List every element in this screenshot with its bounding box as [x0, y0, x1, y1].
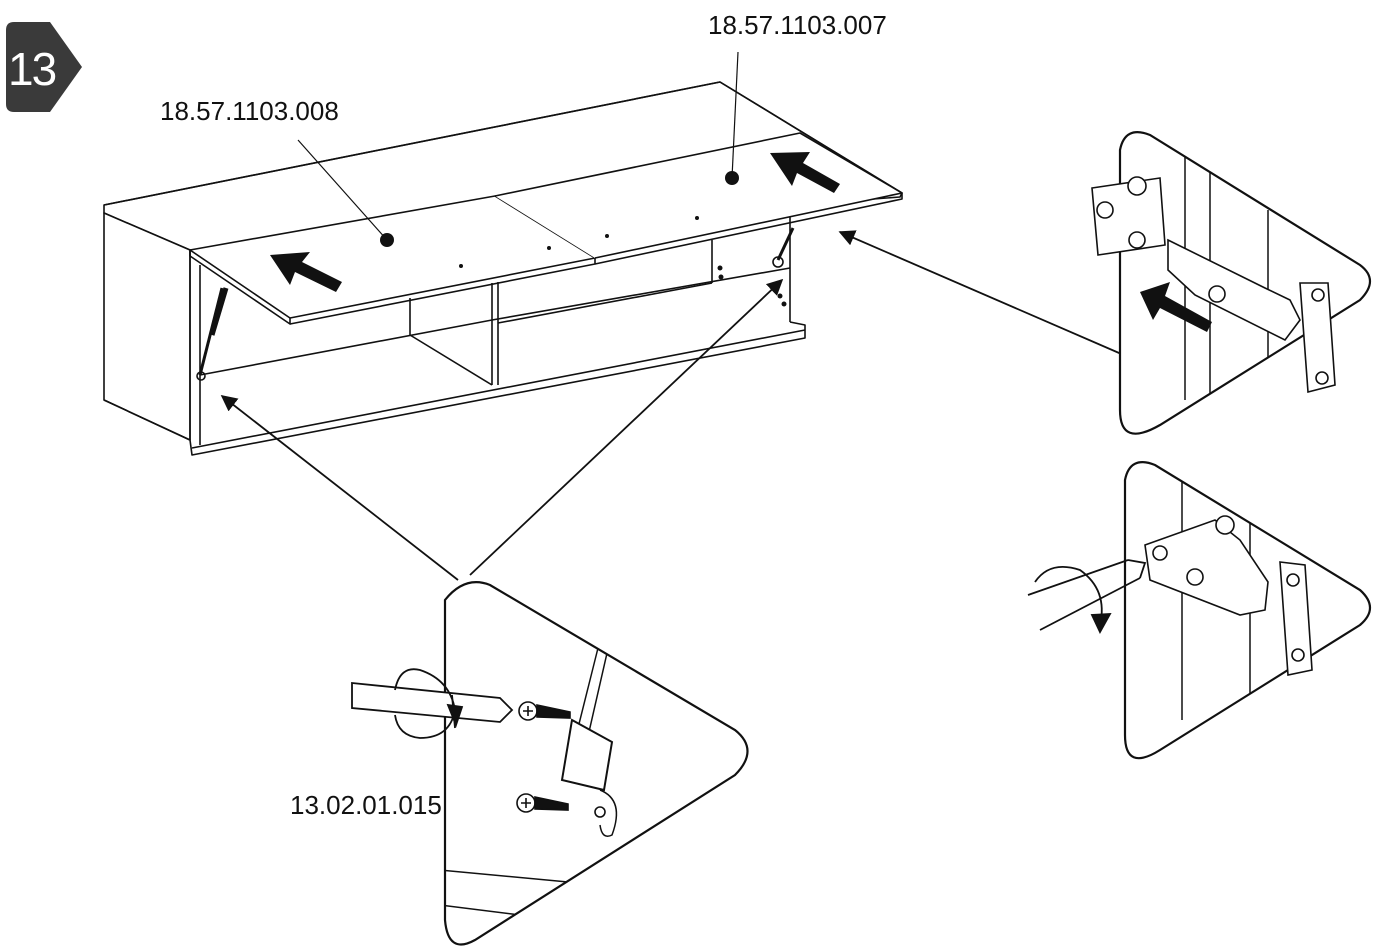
- strut-detail-callout: [351, 581, 749, 946]
- step-number: 13: [8, 43, 57, 95]
- cabinet-hinge-icon: [1091, 176, 1336, 394]
- panel-right-part-number: 18.57.1103.007: [708, 10, 887, 40]
- hinge-detail-callout-bottom: [1027, 461, 1372, 760]
- slide-arrows: [270, 152, 840, 292]
- slide-arrow-hinge: [1140, 282, 1212, 332]
- rotate-arrow-icon-2: [1090, 613, 1112, 634]
- hinge-detail-callout-top: [1091, 131, 1372, 435]
- step-badge-icon: [6, 22, 82, 112]
- screw-icon: [516, 701, 606, 818]
- leader-lines: [297, 51, 739, 241]
- callout-arrows: [220, 230, 1127, 581]
- screwdriver-icon: [351, 668, 514, 739]
- panel-left-part-number: 18.57.1103.008: [160, 96, 339, 126]
- cabinet-hinge-icon-2: [1144, 515, 1313, 676]
- rotate-arrow-icon: [446, 703, 464, 728]
- cabinet: [103, 81, 903, 456]
- screwdriver-icon-2: [1027, 559, 1147, 634]
